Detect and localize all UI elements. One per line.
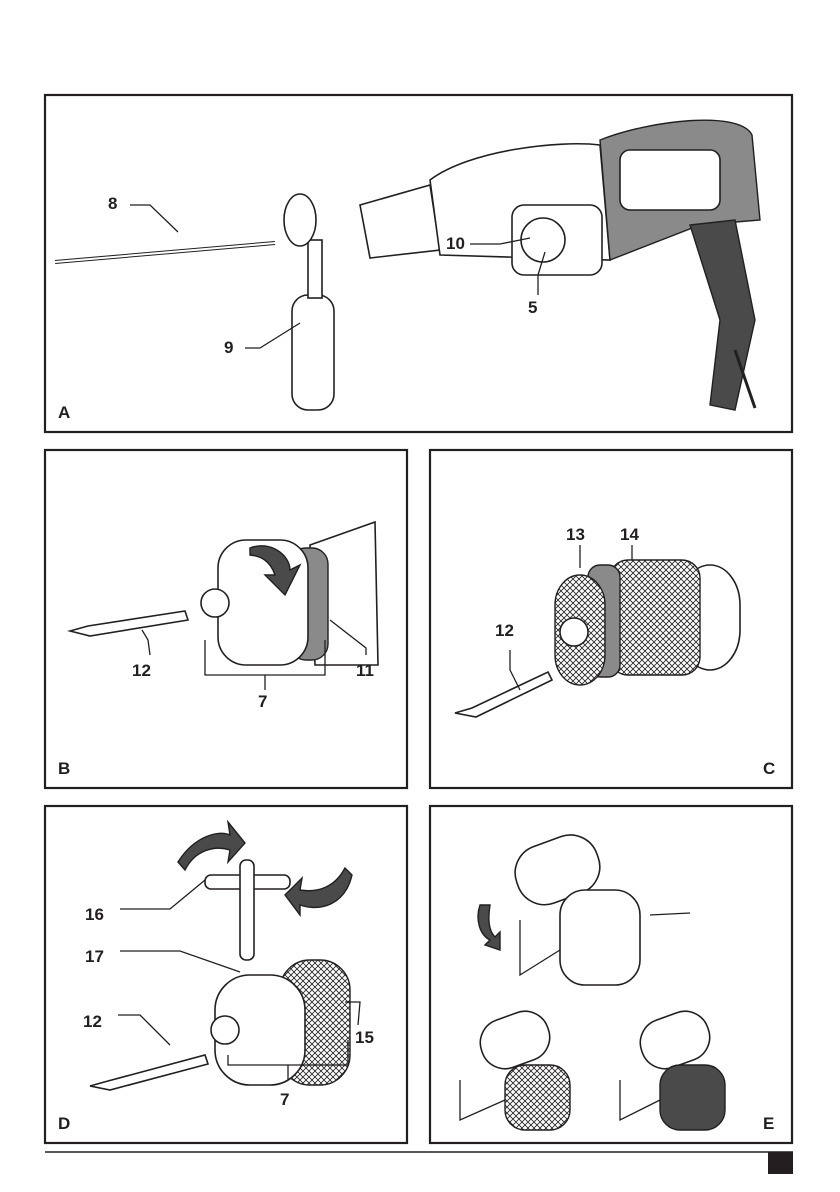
callout-12: 12 [83,1012,102,1031]
keyless-chuck [559,889,641,986]
figure-c-frame [428,448,794,790]
figure-letter-d: D [58,1114,70,1133]
rotation-arrow-icon [477,904,501,951]
callout-8: 8 [108,194,117,213]
mode-selector-dial [520,217,566,263]
callout-12: 12 [132,661,151,680]
rotation-arrow-icon [249,545,302,597]
handle-clamp [283,193,317,247]
callout-7: 7 [258,692,267,711]
figure-a: 8 9 10 5 A [43,93,794,434]
drill-bit [454,670,554,718]
figure-letter-a: A [58,403,70,422]
rotation-arrow-icon [177,819,246,872]
callout-9: 9 [224,338,233,357]
figure-e: E [428,804,794,1145]
chuck-sleeve-14 [609,559,701,676]
retaining-screw [649,912,691,916]
chuck [359,183,441,259]
figure-b: 12 7 11 B [43,448,409,790]
callout-12: 12 [495,621,514,640]
callout-10: 10 [446,234,465,253]
figure-d-frame [43,804,409,1145]
callout-5: 5 [528,298,537,317]
figure-a-frame [43,93,794,434]
callout-16: 16 [85,905,104,924]
figure-b-frame [43,448,409,790]
figure-c: 12 13 14 C [428,448,794,790]
callout-13: 13 [566,525,585,544]
callout-14: 14 [620,525,639,544]
figure-e-frame [428,804,794,1145]
callout-15: 15 [355,1028,374,1047]
callout-11: 11 [356,661,374,680]
figure-d: 16 17 12 15 7 D [43,804,409,1145]
page-marker [768,1152,793,1174]
drill-illustration [54,119,761,411]
callout-7: 7 [280,1090,289,1109]
figure-letter-e: E [763,1114,774,1133]
drill-bit [89,1054,210,1091]
power-cord [733,349,757,409]
chuck-key [239,859,255,961]
figure-letter-b: B [58,759,70,778]
ratchet-chuck [659,1064,726,1131]
figure-letter-c: C [763,759,775,778]
side-handle [291,294,335,411]
geared-chuck [504,1064,571,1131]
rotation-arrow-icon [284,866,353,918]
drill-bit [66,610,190,637]
callout-17: 17 [85,947,104,966]
